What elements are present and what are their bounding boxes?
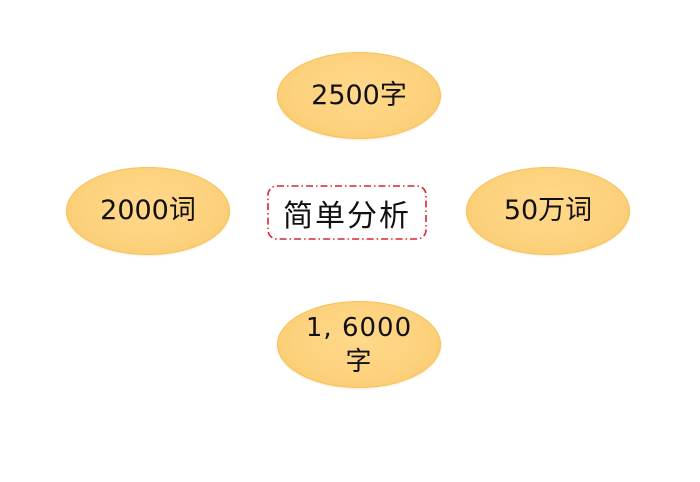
node-label-left: 2000词 <box>100 195 196 226</box>
ellipse-node-right: 50万词 <box>466 167 630 255</box>
ellipse-node-left: 2000词 <box>66 167 230 255</box>
node-label-right: 50万词 <box>503 195 593 226</box>
center-dashed-box: 简单分析 <box>267 185 427 240</box>
ellipse-node-bottom: 1, 6000 字 <box>277 301 441 388</box>
center-label: 简单分析 <box>283 198 411 234</box>
node-label-bottom: 1, 6000 字 <box>305 312 413 377</box>
node-label-top: 2500字 <box>311 79 407 111</box>
ellipse-node-top: 2500字 <box>277 52 441 139</box>
